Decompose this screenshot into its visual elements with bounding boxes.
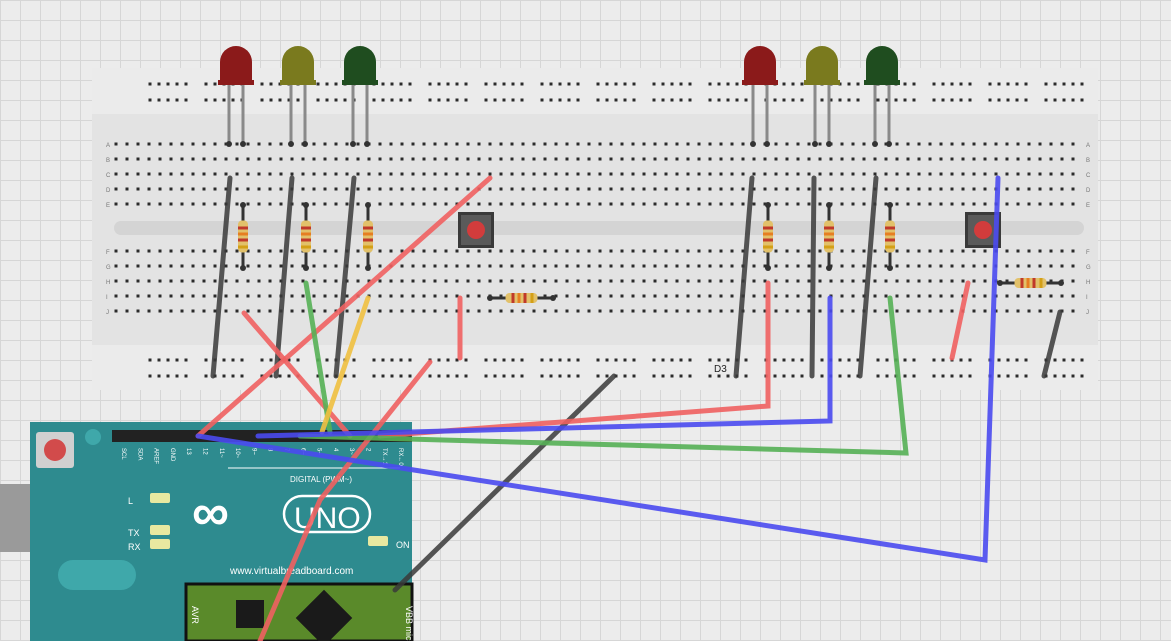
- push-button[interactable]: [458, 212, 494, 248]
- led-on: [368, 536, 388, 546]
- wire-yellow[interactable]: [319, 295, 371, 435]
- row-letter: D: [106, 188, 111, 194]
- resistor[interactable]: [238, 202, 248, 271]
- wire-red[interactable]: [377, 280, 771, 439]
- resistor[interactable]: [997, 278, 1064, 288]
- led-yellow[interactable]: [804, 46, 840, 147]
- led-green[interactable]: [342, 46, 378, 147]
- uno-badge: [282, 494, 372, 534]
- net-label-d3: D3: [714, 364, 727, 375]
- pin-label: 8: [267, 448, 273, 452]
- row-letter: C: [106, 173, 111, 179]
- led-red[interactable]: [742, 46, 778, 147]
- digital-pwm-label: DIGITAL (PWM~): [290, 475, 352, 484]
- pin-label: 11~: [218, 448, 224, 458]
- row-letter: B: [106, 158, 110, 164]
- pin-label: 2: [365, 448, 371, 452]
- pin-label: GND: [169, 448, 175, 462]
- pin-label: SDA: [136, 448, 142, 460]
- led-label-rx: RX: [128, 542, 141, 552]
- led-rx: [150, 539, 170, 549]
- wires: [195, 175, 1063, 641]
- wire-red[interactable]: [257, 359, 433, 641]
- row-letter: E: [1086, 203, 1090, 209]
- center-channel: [114, 221, 1084, 235]
- resistor[interactable]: [824, 202, 834, 271]
- infinity-logo-icon: ∞: [192, 484, 229, 542]
- vbb-micro-chip-board: [184, 582, 414, 641]
- pin-label: 13: [185, 448, 191, 455]
- wire-red[interactable]: [195, 175, 493, 439]
- wire-red[interactable]: [949, 280, 971, 361]
- pin-label: TX→1: [381, 448, 387, 466]
- bottom-power-rail: [92, 345, 1098, 390]
- wire-blue[interactable]: [255, 295, 833, 439]
- wire-black[interactable]: [333, 175, 357, 379]
- pin-label: 4: [332, 448, 338, 452]
- wire-green[interactable]: [303, 280, 333, 435]
- uno-label: UNO: [294, 502, 361, 535]
- led-label-tx: TX: [128, 528, 140, 538]
- row-letter: E: [106, 203, 110, 209]
- row-letter: H: [1086, 280, 1090, 286]
- row-letter: F: [1086, 250, 1090, 256]
- row-letters: A A B B C C D D E E F F G G H H I I J J: [106, 143, 1091, 316]
- resistor[interactable]: [487, 293, 556, 303]
- pin-label: 5~: [316, 448, 322, 455]
- pin-label: 12: [202, 448, 208, 455]
- led-red[interactable]: [218, 46, 254, 147]
- row-letter: A: [1086, 143, 1090, 149]
- pin-label: SCL: [120, 448, 126, 460]
- wire-black[interactable]: [857, 175, 879, 379]
- on-label: ON: [396, 540, 410, 550]
- row-letter: C: [1086, 173, 1091, 179]
- row-letter: I: [1086, 295, 1088, 301]
- resistor[interactable]: [763, 202, 773, 271]
- led-yellow[interactable]: [280, 46, 316, 147]
- vbb-micro-label: VBB micro: [404, 606, 414, 641]
- wire-blue[interactable]: [195, 175, 1001, 563]
- row-letter: D: [1086, 188, 1091, 194]
- row-letter: I: [106, 295, 108, 301]
- resistor[interactable]: [363, 202, 373, 271]
- row-letter: G: [1086, 265, 1091, 271]
- row-letter: A: [106, 143, 110, 149]
- row-letter: G: [106, 265, 111, 271]
- wire-black[interactable]: [273, 175, 295, 379]
- breadboard: A A B B C C D D E E F F G G H H I I J J D3: [92, 68, 1098, 390]
- row-letter: J: [1086, 310, 1089, 316]
- wire-green[interactable]: [297, 295, 909, 456]
- resistor[interactable]: [885, 202, 895, 271]
- chip-small: [236, 600, 264, 628]
- row-letter: H: [106, 280, 110, 286]
- row-letter: F: [106, 250, 110, 256]
- wire-black[interactable]: [210, 175, 233, 379]
- pin-label: 9~: [250, 448, 256, 455]
- pin-label: 10~: [234, 448, 240, 459]
- pin-label: 3~: [348, 448, 354, 455]
- wire-red[interactable]: [241, 310, 353, 439]
- resistor[interactable]: [301, 202, 311, 271]
- row-letter: B: [1086, 158, 1090, 164]
- reset-button[interactable]: [44, 439, 66, 461]
- avr-label: AVR: [190, 606, 200, 624]
- capacitor-outline: [58, 560, 136, 590]
- pin-label: AREF: [153, 448, 159, 464]
- led-tx: [150, 525, 170, 535]
- wire-black[interactable]: [809, 175, 817, 379]
- led-green[interactable]: [864, 46, 900, 147]
- led-l: [150, 493, 170, 503]
- top-power-rail: [92, 68, 1098, 114]
- led-label-l: L: [128, 496, 133, 506]
- wire-black[interactable]: [1041, 309, 1063, 379]
- row-letter: J: [106, 310, 109, 316]
- pin-label: RX←0: [397, 448, 403, 466]
- wire-black[interactable]: [733, 175, 755, 379]
- mounting-hole: [85, 429, 101, 445]
